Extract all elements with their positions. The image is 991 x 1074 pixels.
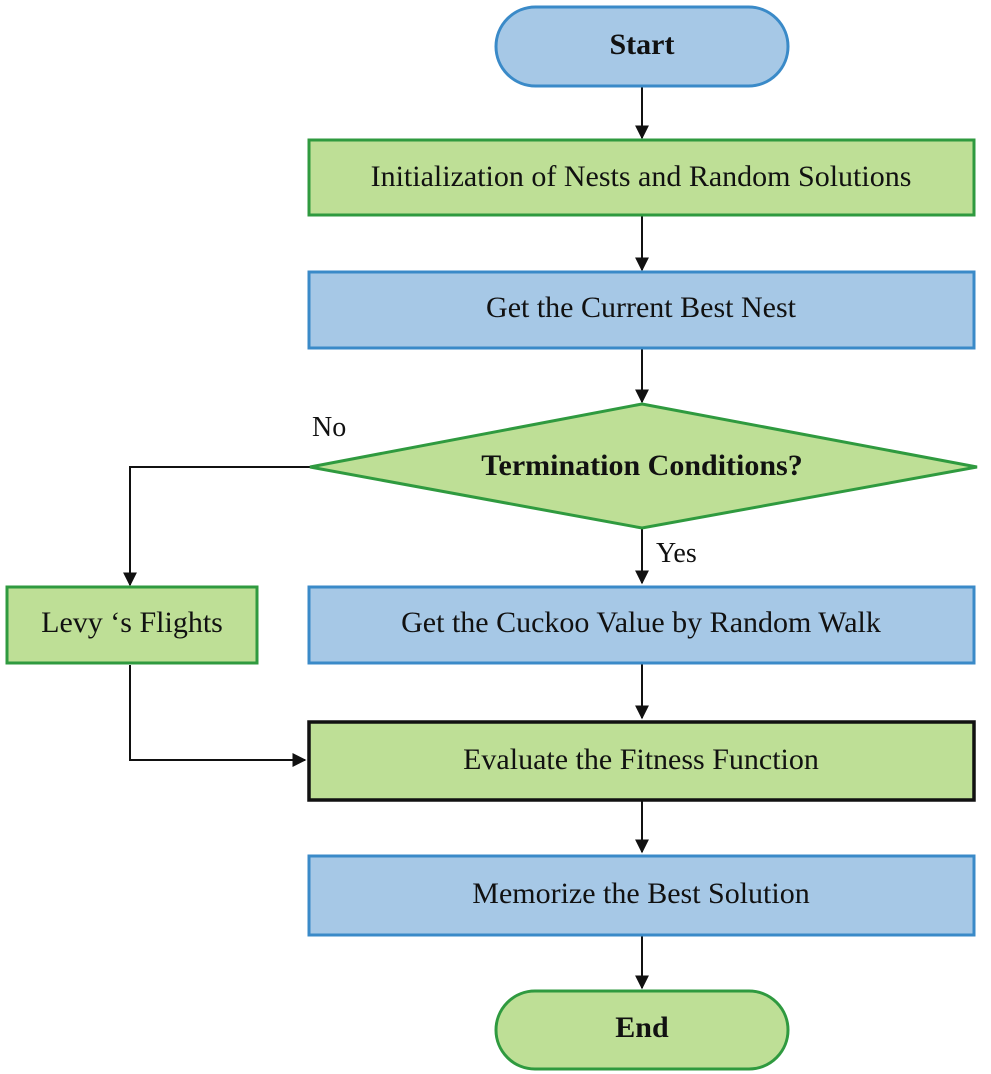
best-nest-node: Get the Current Best Nest (307, 270, 976, 350)
levy-node: Levy ‘s Flights (5, 585, 259, 665)
no-label: No (312, 412, 346, 443)
best-nest-label: Get the Current Best Nest (486, 291, 797, 324)
cuckoo-label: Get the Cuckoo Value by Random Walk (401, 606, 881, 639)
init-label: Initialization of Nests and Random Solut… (371, 160, 912, 193)
fitness-label: Evaluate the Fitness Function (463, 743, 819, 776)
start-label: Start (610, 28, 675, 61)
cuckoo-node: Get the Cuckoo Value by Random Walk (307, 585, 976, 665)
yes-label: Yes (656, 538, 697, 569)
memorize-node: Memorize the Best Solution (307, 854, 976, 937)
arrow-termination-to-levy (123, 466, 310, 587)
termination-label: Termination Conditions? (481, 449, 802, 482)
end-node: End (494, 989, 790, 1071)
end-label: End (615, 1011, 669, 1044)
fitness-node: Evaluate the Fitness Function (307, 720, 976, 802)
connectors (123, 86, 649, 990)
init-node: Initialization of Nests and Random Solut… (307, 138, 976, 217)
memorize-label: Memorize the Best Solution (472, 877, 809, 910)
start-node: Start (494, 5, 790, 88)
arrow-levy-to-fitness (129, 665, 307, 767)
termination-decision: Termination Conditions? (309, 402, 978, 530)
levy-label: Levy ‘s Flights (41, 606, 223, 639)
